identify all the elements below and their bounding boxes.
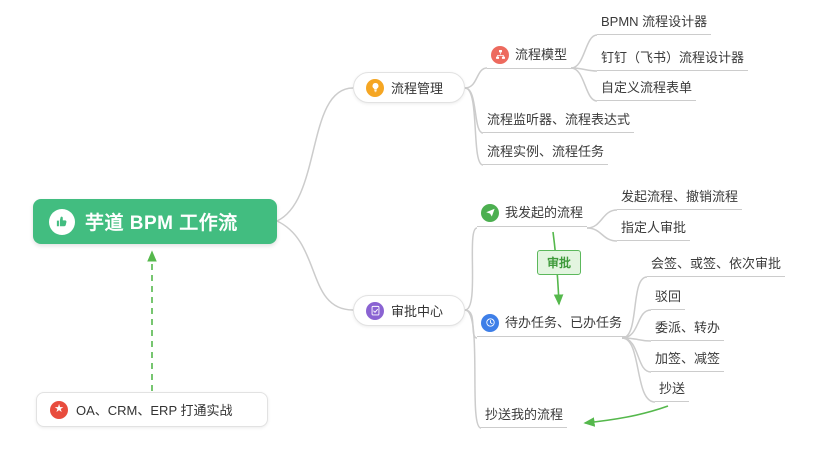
node-reject[interactable]: 驳回 — [651, 287, 686, 310]
root-label: 芋道 BPM 工作流 — [85, 213, 238, 234]
node-instance-task[interactable]: 流程实例、流程任务 — [483, 142, 609, 165]
node-dingtalk-designer[interactable]: 钉钉（飞书）流程设计器 — [597, 48, 749, 71]
node-label: 我发起的流程 — [505, 205, 584, 220]
node-label: OA、CRM、ERP 打通实战 — [76, 403, 233, 418]
node-approval-center[interactable]: 审批中心 — [353, 295, 465, 326]
node-label: 审批中心 — [391, 304, 444, 319]
paper-plane-icon — [481, 203, 499, 222]
node-process-model[interactable]: 流程模型 — [487, 45, 572, 69]
clipboard-check-icon — [366, 301, 384, 320]
node-my-initiated[interactable]: 我发起的流程 — [477, 203, 588, 227]
cc-arrow — [583, 405, 669, 427]
node-todo-done[interactable]: 待办任务、已办任务 — [477, 313, 627, 337]
node-delegate-transfer[interactable]: 委派、转办 — [651, 318, 725, 341]
node-label: 流程管理 — [391, 81, 444, 96]
node-cc-my-process[interactable]: 抄送我的流程 — [481, 405, 568, 428]
node-initiate-cancel[interactable]: 发起流程、撤销流程 — [617, 187, 743, 210]
node-bottom-note[interactable]: ★ OA、CRM、ERP 打通实战 — [36, 392, 268, 427]
node-countersign[interactable]: 会签、或签、依次审批 — [647, 254, 786, 277]
node-label: 待办任务、已办任务 — [505, 315, 623, 330]
node-cc[interactable]: 抄送 — [655, 379, 690, 402]
node-custom-form[interactable]: 自定义流程表单 — [597, 78, 697, 101]
node-listener-expression[interactable]: 流程监听器、流程表达式 — [483, 110, 635, 133]
node-assignee-approval[interactable]: 指定人审批 — [617, 218, 691, 241]
lightbulb-icon — [366, 78, 384, 97]
node-process-management[interactable]: 流程管理 — [353, 72, 465, 103]
relation-label-approval[interactable]: 审批 — [537, 250, 582, 275]
root-node[interactable]: 芋道 BPM 工作流 — [33, 199, 277, 244]
node-add-remove-sign[interactable]: 加签、减签 — [651, 349, 725, 372]
thumbs-up-icon — [49, 208, 75, 235]
clock-icon — [481, 313, 499, 332]
node-label: 流程模型 — [515, 47, 568, 62]
flow-model-icon — [491, 45, 509, 64]
node-bpmn-designer[interactable]: BPMN 流程设计器 — [597, 12, 712, 35]
branch-lines — [276, 34, 656, 429]
star-icon: ★ — [50, 400, 68, 419]
